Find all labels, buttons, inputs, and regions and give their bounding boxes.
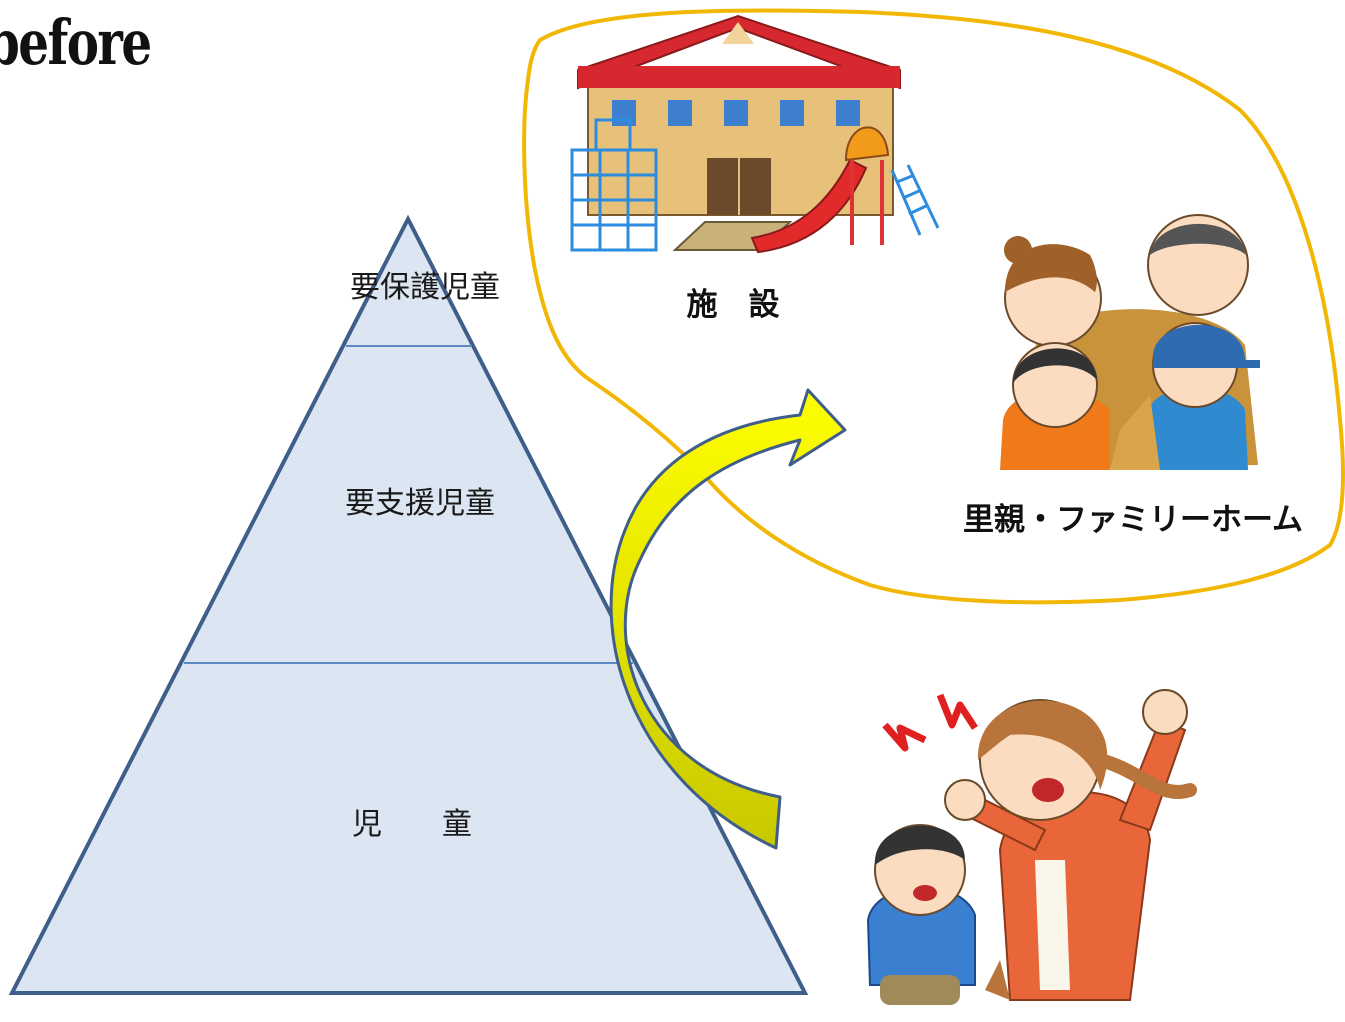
child-welfare-pyramid: 要保護児童 要支援児童 児 童 (8, 214, 809, 995)
facility-building-illustration (570, 14, 940, 254)
foster-family-illustration (1000, 214, 1260, 470)
tier-label-children: 児 童 (352, 807, 472, 842)
facility-caption: 施 設 (687, 287, 780, 323)
tier-label-protected-children: 要保護児童 (350, 270, 500, 305)
slide-title: before (0, 6, 152, 79)
transfer-arrow (609, 388, 847, 850)
destinations-outline-loop (522, 8, 1345, 605)
tier-label-support-needed-children: 要支援児童 (345, 486, 495, 521)
pyramid-triangle (8, 214, 809, 995)
scolding-parent-illustration (808, 668, 1258, 1010)
foster-family-caption: 里親・ファミリーホーム (963, 502, 1303, 538)
